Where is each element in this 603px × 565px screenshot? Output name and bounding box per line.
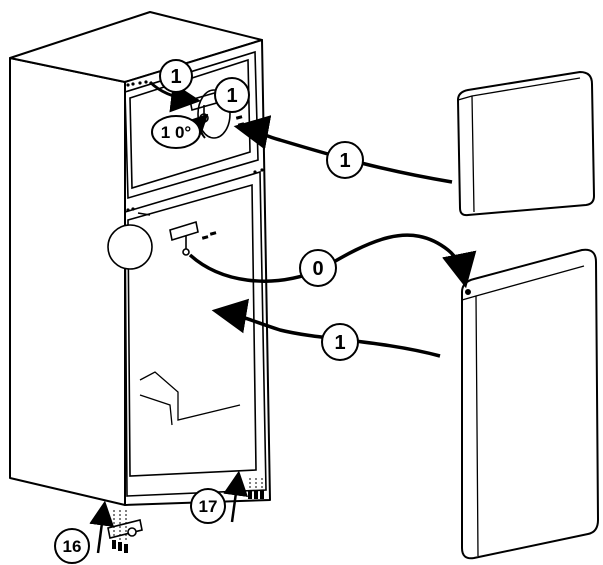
callout-17-text: 17 (199, 497, 218, 516)
callout-16: 16 (54, 528, 90, 564)
bottom-hinge (107, 519, 143, 539)
callout-17: 17 (190, 488, 226, 524)
callout-top-hinge-text: 1 (170, 66, 181, 88)
rotation-arrow (187, 113, 209, 139)
fridge-door (461, 248, 599, 560)
callout-rotate-text: 1 0° (161, 123, 192, 142)
callout-freezer-door: 1 (326, 141, 364, 179)
fridge-interior-lines (139, 371, 241, 426)
middle-hinge-marker (107, 224, 153, 270)
arrow-17 (223, 470, 249, 523)
callout-fridge-door-text: 0 (312, 258, 323, 280)
arrow-16 (89, 500, 115, 554)
freezer-door-arrow (233, 115, 453, 184)
screws-middle (201, 231, 217, 240)
callout-freezer-door-text: 1 (339, 150, 350, 172)
fridge-door-arrow-to-door (188, 233, 477, 289)
callout-rotate: 1 0° (151, 115, 201, 149)
callout-top-hinge: 1 (159, 59, 193, 93)
freezer-door (457, 71, 595, 217)
callout-top-screw-text: 1 (226, 85, 237, 107)
freezer-compartment (124, 50, 259, 200)
callout-fridge-door-arrow2: 1 (321, 323, 359, 361)
fridge-door-arrow-to-cabinet (211, 298, 441, 358)
callout-16-text: 16 (63, 537, 82, 556)
top-hinge-arrow (148, 80, 201, 113)
middle-hinge-bracket (169, 220, 199, 256)
callout-fridge-door-arrow2-text: 1 (334, 332, 345, 354)
fridge-compartment (124, 170, 267, 497)
bottom-screws (112, 490, 264, 553)
callout-top-screw: 1 (214, 77, 250, 113)
hinge-holes (126, 80, 264, 212)
middle-hinge-leader (137, 212, 151, 216)
callout-fridge-door: 0 (299, 249, 337, 287)
